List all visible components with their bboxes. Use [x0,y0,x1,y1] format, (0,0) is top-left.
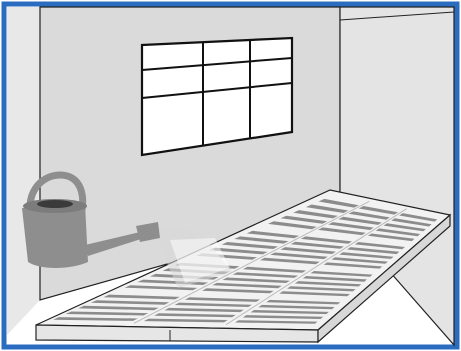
left-wall [7,7,40,335]
